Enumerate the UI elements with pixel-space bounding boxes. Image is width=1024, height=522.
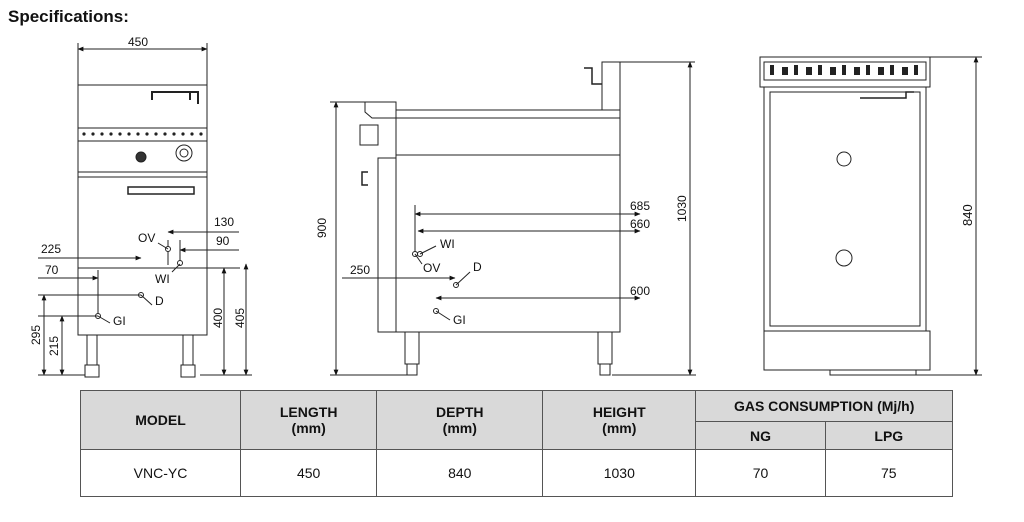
dim-1030: 1030: [675, 195, 689, 222]
label-d: D: [155, 294, 164, 308]
header-length-label: LENGTH: [279, 404, 338, 420]
header-model-label: MODEL: [135, 412, 186, 428]
header-height-label: HEIGHT: [592, 404, 646, 420]
cell-height: 1030: [542, 449, 697, 497]
cell-lpg: 75: [824, 449, 954, 497]
label-d-side: D: [473, 260, 482, 274]
label-wi: WI: [155, 272, 170, 286]
header-model: MODEL: [79, 390, 242, 450]
dim-685: 685: [630, 199, 650, 213]
dim-90: 90: [216, 234, 230, 248]
side-view-labels: 900 1030 685 660 600 250 WI OV D GI: [315, 195, 689, 327]
cell-depth: 840: [376, 449, 544, 497]
front-view: [38, 43, 252, 378]
dim-840: 840: [960, 204, 975, 226]
specifications-table: MODEL LENGTH (mm) DEPTH (mm) HEIGHT (mm)…: [79, 390, 954, 497]
dim-130: 130: [214, 215, 234, 229]
dim-405: 405: [233, 308, 247, 328]
cell-model: VNC-YC: [79, 449, 242, 497]
page-title: Specifications:: [8, 7, 129, 26]
cell-ng: 70: [695, 449, 826, 497]
header-depth-label: DEPTH: [436, 404, 484, 420]
header-height: HEIGHT (mm): [542, 390, 697, 450]
header-gas-consumption: GAS CONSUMPTION (Mj/h): [695, 390, 953, 422]
label-ov-side: OV: [423, 261, 440, 275]
dim-215: 215: [47, 336, 61, 356]
header-depth-unit: (mm): [442, 420, 477, 436]
header-lpg: LPG: [824, 421, 954, 450]
cell-length: 450: [240, 449, 378, 497]
header-length-unit: (mm): [291, 420, 326, 436]
top-view: [759, 56, 982, 376]
header-depth: DEPTH (mm): [376, 390, 544, 450]
side-view: [330, 61, 696, 376]
dim-295: 295: [29, 325, 43, 345]
dim-70: 70: [45, 263, 59, 277]
header-ng: NG: [695, 421, 826, 450]
technical-drawing: 450 130 90 225 70 OV WI D GI 400 405 295…: [29, 35, 982, 378]
label-wi-side: WI: [440, 237, 455, 251]
header-height-unit: (mm): [602, 420, 637, 436]
dim-900: 900: [315, 218, 329, 238]
header-length: LENGTH (mm): [240, 390, 378, 450]
label-ov: OV: [138, 231, 155, 245]
dim-width-450: 450: [128, 35, 148, 49]
dim-600: 600: [630, 284, 650, 298]
front-view-labels: 450 130 90 225 70 OV WI D GI 400 405 295…: [29, 35, 247, 356]
dim-400: 400: [211, 308, 225, 328]
label-gi: GI: [113, 314, 126, 328]
dim-250: 250: [350, 263, 370, 277]
label-gi-side: GI: [453, 313, 466, 327]
dim-225: 225: [41, 242, 61, 256]
table-row: VNC-YC 450 840 1030 70 75: [79, 449, 954, 497]
dim-660: 660: [630, 217, 650, 231]
